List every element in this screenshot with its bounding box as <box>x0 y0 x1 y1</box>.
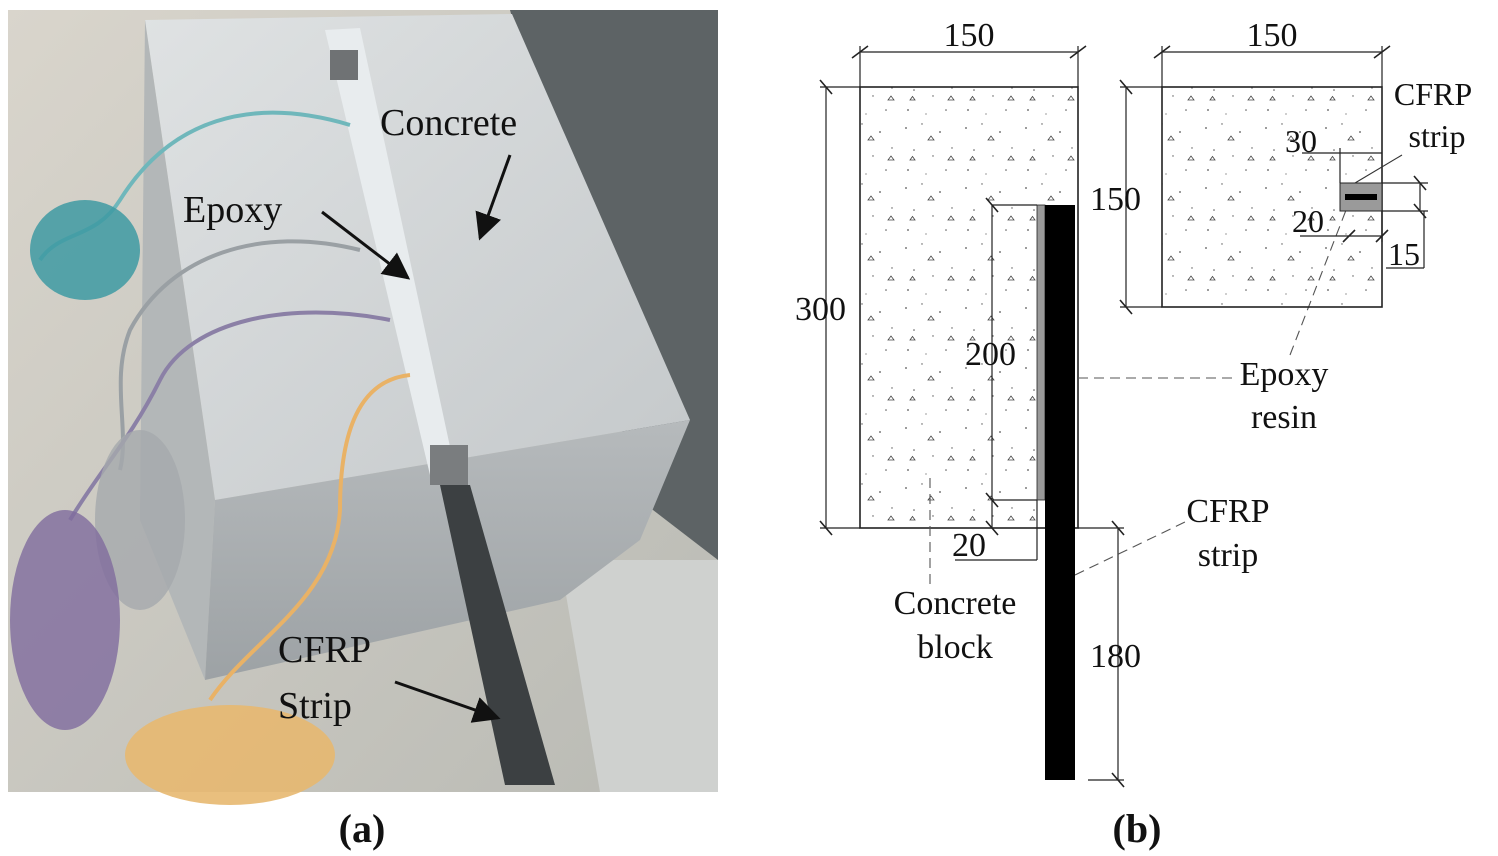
dim-bond-length: 200 <box>965 336 1016 373</box>
dim-strip-width: 15 <box>1388 236 1420 272</box>
label-concrete-block-line1: Concrete <box>894 585 1017 622</box>
arrow-cfrp <box>394 680 501 723</box>
photo-coil-teal <box>30 200 140 300</box>
panel-b-drawing: 150 300 200 20 180 Concrete block <box>795 17 1472 788</box>
photo-floor <box>560 560 718 792</box>
photo-block-top <box>145 14 690 500</box>
arrow-epoxy <box>321 210 411 280</box>
photo-block-front <box>205 420 690 680</box>
dim-tick <box>1111 520 1125 536</box>
dim-tick <box>1375 229 1389 243</box>
cross-section-cfrp <box>1345 194 1377 200</box>
dim-side-width: 150 <box>1247 17 1298 54</box>
photo-coil-orange <box>125 705 335 805</box>
label-epoxy: Epoxy <box>183 189 282 231</box>
dim-unbonded: 20 <box>952 527 986 564</box>
label-cfrp-strip-line1: CFRP <box>1186 493 1269 530</box>
dim-side-height: 150 <box>1090 181 1141 218</box>
label-cfrp-strip-line2: strip <box>1198 537 1258 574</box>
dim-tick <box>1111 772 1125 788</box>
photo-tape <box>430 445 468 485</box>
caption-a: (a) <box>339 806 386 851</box>
photo-wire-gray <box>118 239 361 471</box>
arrow-concrete <box>475 154 512 241</box>
photo-epoxy-groove <box>325 28 455 475</box>
caption-b: (b) <box>1113 806 1162 851</box>
dim-tick <box>985 197 999 213</box>
leader-cfrp-strip-top <box>1354 154 1403 184</box>
leader-cfrp-strip <box>1074 521 1186 576</box>
photo-cfrp-strip <box>440 485 555 785</box>
label-epoxy-line2: resin <box>1251 399 1317 436</box>
dim-tick <box>1413 175 1427 191</box>
label-cfrp-line1: CFRP <box>278 629 371 671</box>
photo-coil-purple <box>10 510 120 730</box>
photo-wire-orange <box>208 373 411 702</box>
photo-coil-gray <box>95 430 185 610</box>
dim-height: 300 <box>795 291 846 328</box>
panel-a-photo <box>8 10 718 805</box>
label-cfrp-strip-top-line2: strip <box>1409 118 1466 154</box>
cfrp-strip <box>1045 205 1075 780</box>
dim-tick <box>985 520 999 536</box>
epoxy-layer <box>1036 204 1046 501</box>
photo-gauge <box>330 50 358 80</box>
dim-free-length: 180 <box>1090 638 1141 675</box>
dim-strip-depth: 20 <box>1292 203 1324 239</box>
label-cfrp-strip-top-line1: CFRP <box>1394 76 1472 112</box>
label-concrete: Concrete <box>380 102 517 144</box>
dim-front-width: 150 <box>944 17 995 54</box>
label-cfrp-line2: Strip <box>278 685 352 727</box>
label-epoxy-line1: Epoxy <box>1240 356 1329 393</box>
dim-strip-offset: 30 <box>1285 123 1317 159</box>
label-concrete-block-line2: block <box>917 629 993 666</box>
dim-tick <box>1342 229 1356 243</box>
